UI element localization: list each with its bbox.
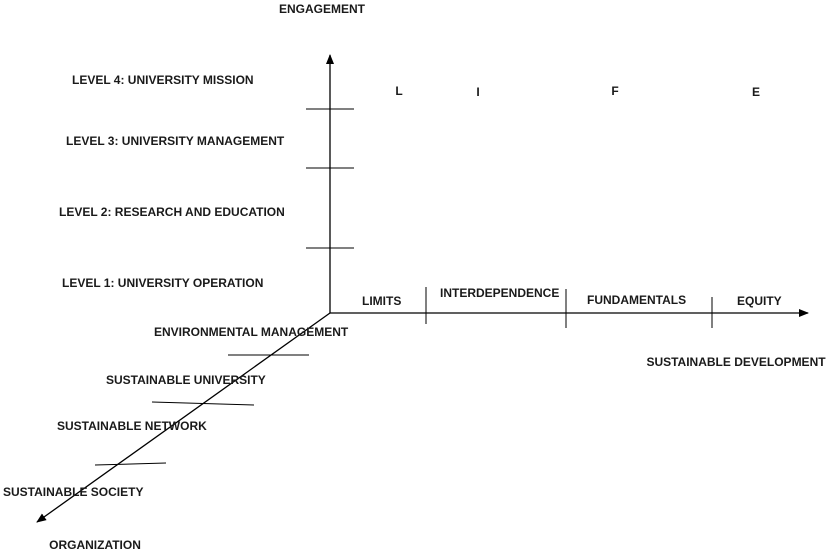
segment-limits-label: LIMITS <box>362 294 401 308</box>
stage-sustainable-university-label: SUSTAINABLE UNIVERSITY <box>106 373 266 387</box>
acronym-letter-i: I <box>476 85 479 99</box>
diagonal-axis-title: ORGANIZATION <box>49 538 141 552</box>
acronym-letter-f: F <box>611 84 618 98</box>
segment-interdependence-label: INTERDEPENDENCE <box>440 286 559 300</box>
level-3-label: LEVEL 3: UNIVERSITY MANAGEMENT <box>66 134 285 148</box>
vertical-axis-title: ENGAGEMENT <box>279 2 366 16</box>
horizontal-axis-ticks <box>425 287 713 328</box>
diagonal-axis-line <box>36 312 331 523</box>
acronym-letter-e: E <box>752 85 760 99</box>
level-2-label: LEVEL 2: RESEARCH AND EDUCATION <box>59 205 285 219</box>
diagonal-tick <box>151 401 255 406</box>
segment-equity-label: EQUITY <box>737 294 782 308</box>
stage-sustainable-network-label: SUSTAINABLE NETWORK <box>57 419 207 433</box>
stage-environmental-management-label: ENVIRONMENTAL MANAGEMENT <box>154 325 349 339</box>
diagonal-axis-ticks <box>94 354 309 466</box>
level-4-label: LEVEL 4: UNIVERSITY MISSION <box>72 73 254 87</box>
segment-fundamentals-label: FUNDAMENTALS <box>587 293 686 307</box>
stage-sustainable-society-label: SUSTAINABLE SOCIETY <box>3 485 143 499</box>
horizontal-axis-title: SUSTAINABLE DEVELOPMENT <box>646 355 826 369</box>
vertical-axis-ticks <box>306 108 354 249</box>
diagonal-tick <box>94 462 167 466</box>
acronym-letter-l: L <box>395 84 402 98</box>
level-1-label: LEVEL 1: UNIVERSITY OPERATION <box>62 276 263 290</box>
